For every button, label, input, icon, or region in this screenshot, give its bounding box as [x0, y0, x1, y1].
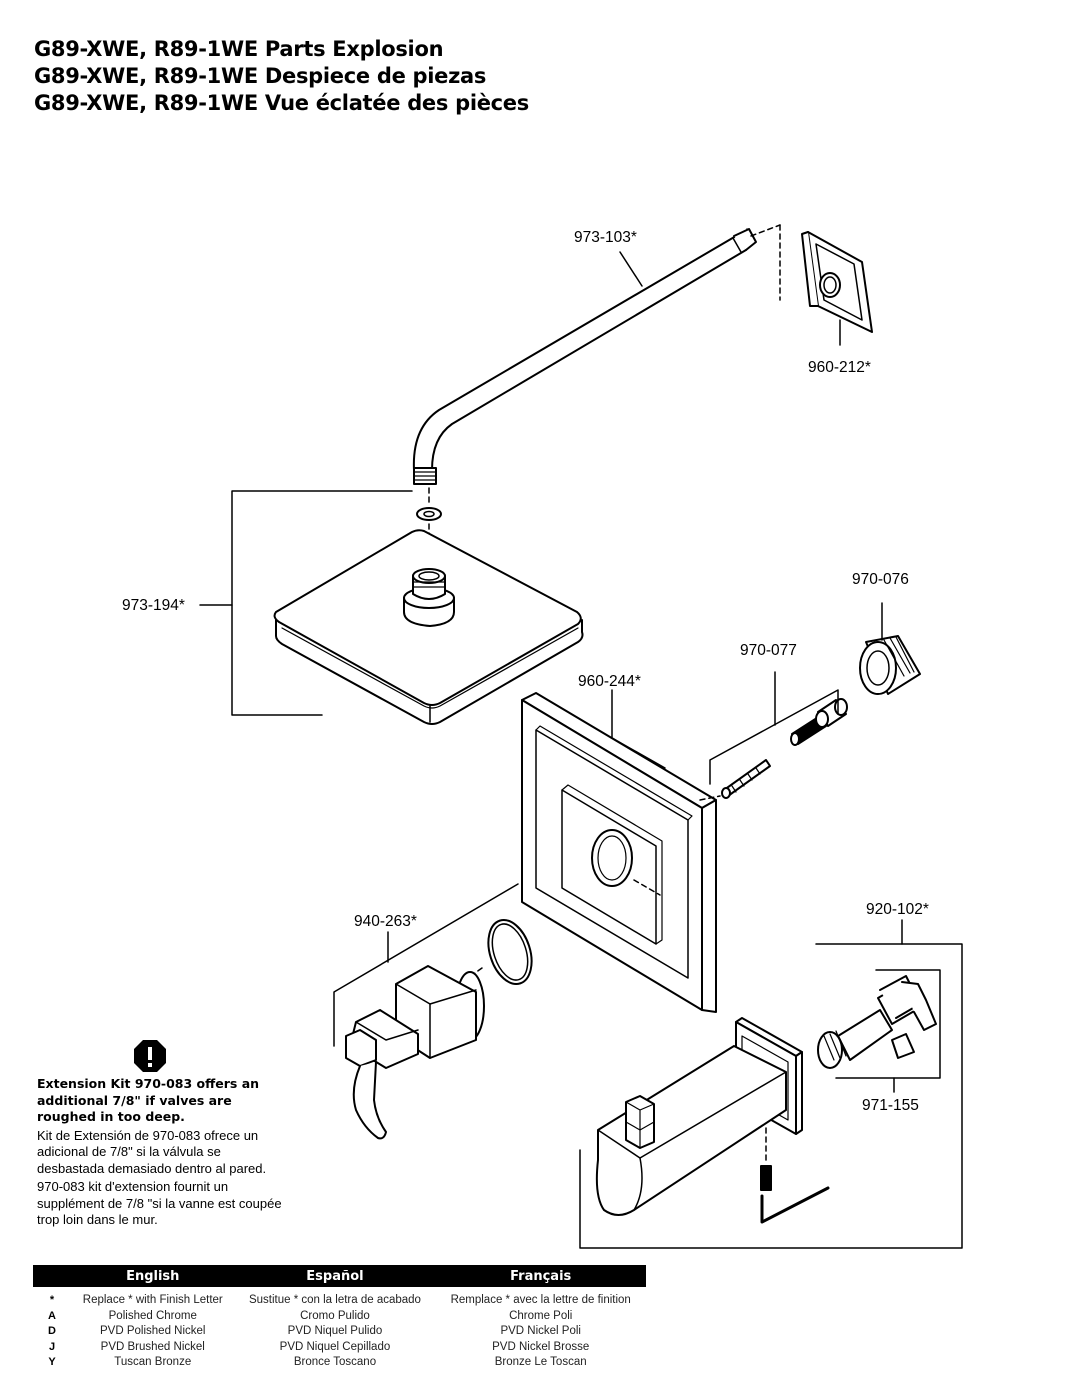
title-english: G89-XWE, R89-1WE Parts Explosion — [34, 37, 444, 61]
arm-flange — [801, 231, 873, 333]
callout-screw-set: 970-077 — [740, 642, 797, 659]
set-screw — [760, 1165, 772, 1191]
callout-shower-head: 973-194* — [122, 597, 185, 614]
exclamation-icon — [134, 1040, 166, 1072]
callout-escutcheon: 960-244* — [578, 673, 641, 690]
legend-row: J PVD Brushed Nickel PVD Niquel Cepillad… — [48, 1340, 590, 1353]
legend-header-code — [33, 1265, 71, 1287]
washer — [416, 507, 442, 521]
escutcheon-plate — [521, 692, 717, 1013]
hex-key — [760, 1186, 830, 1224]
callout-handle: 940-263* — [354, 913, 417, 930]
legend-row: * Replace * with Finish Letter Sustitue … — [49, 1294, 631, 1306]
tub-spout — [595, 1017, 803, 1216]
legend-header-english: English — [71, 1265, 235, 1287]
screw-set — [721, 698, 848, 799]
o-ring — [487, 919, 533, 985]
legend-header-row: English Español Français — [33, 1265, 646, 1287]
callout-arm-flange: 960-212* — [808, 359, 871, 376]
title-block: G89-XWE, R89-1WE Parts Explosion G89-XWE… — [34, 36, 529, 117]
threaded-adapter — [859, 635, 921, 695]
legend-header-french: Français — [435, 1265, 646, 1287]
note-french: 970-083 kit d'extension fournit un suppl… — [37, 1179, 282, 1227]
note-spanish: Kit de Extensión de 970-083 ofrece un ad… — [37, 1127, 267, 1176]
callout-shower-arm: 973-103* — [574, 229, 637, 246]
title-spanish: G89-XWE, R89-1WE Despiece de piezas — [34, 64, 487, 88]
legend-header-spanish: Español — [234, 1265, 436, 1287]
lever-handle — [345, 965, 485, 1140]
callout-adapter: 970-076 — [852, 571, 909, 588]
note-english: Extension Kit 970-083 offers an addition… — [37, 1076, 260, 1124]
title-french: G89-XWE, R89-1WE Vue éclatée des pièces — [34, 91, 529, 115]
finish-legend-table: English Español Français * Replace * wit… — [33, 1265, 646, 1371]
diverter-assembly — [817, 975, 937, 1069]
shower-head — [273, 529, 584, 725]
legend-row: A Polished Chrome Cromo Pulido Chrome Po… — [48, 1309, 573, 1322]
legend-row: D PVD Polished Nickel PVD Niquel Pulido … — [48, 1325, 581, 1337]
callout-diverter: 971-155 — [862, 1097, 919, 1114]
shower-arm — [412, 228, 757, 485]
legend-row: Y Tuscan Bronze Bronce Toscano Bronze Le… — [48, 1356, 587, 1368]
extension-kit-note: Extension Kit 970-083 offers an addition… — [37, 1076, 287, 1229]
callout-tub-spout: 920-102* — [866, 901, 929, 918]
